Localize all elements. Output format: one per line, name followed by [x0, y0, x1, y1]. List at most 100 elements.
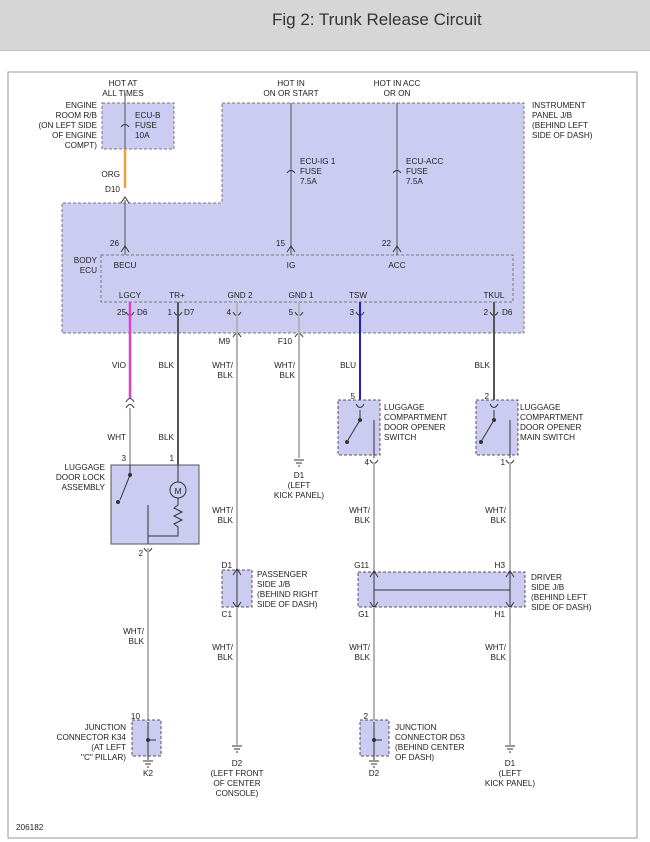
svg-text:"C" PILLAR): "C" PILLAR) — [81, 753, 126, 762]
label-main-pin1: 1 — [500, 458, 505, 467]
label-d2-center: D2 (LEFT FRONT OF CENTER CONSOLE) — [210, 759, 263, 798]
label-lock-pin2: 2 — [138, 549, 143, 558]
label-pj-c1: C1 — [222, 610, 233, 619]
svg-text:CONNECTOR K34: CONNECTOR K34 — [57, 733, 127, 742]
svg-text:(LEFT FRONT: (LEFT FRONT — [210, 769, 263, 778]
label-m9: M9 — [219, 337, 231, 346]
svg-text:BLK: BLK — [355, 653, 371, 662]
opener-switch-icon — [347, 419, 361, 441]
svg-text:DOOR OPENER: DOOR OPENER — [520, 423, 582, 432]
label-instrument-panel: INSTRUMENT PANEL J/B (BEHIND LEFT SIDE O… — [532, 101, 593, 140]
label-wire-org: ORG — [101, 170, 120, 179]
label-pin-2: 2 — [483, 308, 488, 317]
label-pin-d6b: D6 — [502, 308, 513, 317]
label-f10: F10 — [278, 337, 293, 346]
vio-connector-icon — [125, 398, 135, 409]
figure-id: 206182 — [16, 823, 44, 832]
svg-text:OR ON: OR ON — [384, 89, 411, 98]
lock-resistor-icon — [147, 498, 184, 537]
label-engine-room: ENGINE ROOM R/B (ON LEFT SIDE OF ENGINE … — [38, 101, 97, 150]
body-ecu-box — [100, 254, 514, 303]
svg-text:ON OR START: ON OR START — [263, 89, 318, 98]
svg-text:LUGGAGE: LUGGAGE — [520, 403, 561, 412]
label-main-pin2: 2 — [484, 392, 489, 401]
label-tsw: TSW — [349, 291, 367, 300]
svg-text:SIDE OF DASH): SIDE OF DASH) — [257, 600, 318, 609]
svg-text:SIDE J/B: SIDE J/B — [257, 580, 291, 589]
label-hot-on-start: HOT IN ON OR START — [263, 79, 318, 98]
label-ig: IG — [287, 261, 296, 270]
svg-text:HOT IN ACC: HOT IN ACC — [374, 79, 421, 88]
label-lgcy: LGCY — [119, 291, 142, 300]
label-d2: D2 — [369, 769, 380, 778]
ecu-b-fuse-icon — [120, 124, 130, 128]
svg-text:10A: 10A — [135, 131, 150, 140]
label-d53-pin: 2 — [363, 712, 368, 721]
label-jc-k34: JUNCTION CONNECTOR K34 (AT LEFT "C" PILL… — [57, 723, 127, 762]
label-blk-b: BLK — [475, 361, 491, 370]
luggage-opener-switch — [337, 399, 381, 456]
svg-text:SIDE OF DASH): SIDE OF DASH) — [532, 131, 593, 140]
svg-text:BLK: BLK — [355, 516, 371, 525]
label-pin-26: 26 — [110, 239, 120, 248]
svg-text:ECU-IG 1: ECU-IG 1 — [300, 157, 336, 166]
label-driver-jb: DRIVER SIDE J/B (BEHIND LEFT SIDE OF DAS… — [531, 573, 592, 612]
svg-text:BLK: BLK — [218, 653, 234, 662]
svg-text:BLK: BLK — [218, 371, 234, 380]
svg-text:WHT/: WHT/ — [485, 506, 507, 515]
svg-text:ROOM R/B: ROOM R/B — [56, 111, 98, 120]
svg-text:7.5A: 7.5A — [406, 177, 423, 186]
svg-text:D2: D2 — [232, 759, 243, 768]
label-wht-blk-dj-h1: WHT/ BLK — [485, 643, 507, 662]
svg-text:HOT AT: HOT AT — [109, 79, 138, 88]
luggage-door-lock-assembly — [110, 464, 200, 545]
svg-text:(LEFT: (LEFT — [499, 769, 522, 778]
svg-text:BLK: BLK — [491, 653, 507, 662]
svg-text:JUNCTION: JUNCTION — [395, 723, 436, 732]
svg-text:WHT/: WHT/ — [349, 506, 371, 515]
label-pin-1: 1 — [167, 308, 172, 317]
svg-text:COMPARTMENT: COMPARTMENT — [520, 413, 583, 422]
label-d1-kick-b: D1 (LEFT KICK PANEL) — [485, 759, 536, 788]
label-dj-h1: H1 — [495, 610, 506, 619]
label-dj-h3: H3 — [495, 561, 506, 570]
svg-text:CONSOLE): CONSOLE) — [216, 789, 259, 798]
svg-text:OF CENTER: OF CENTER — [213, 779, 260, 788]
label-wht-blk-gnd2: WHT/ BLK — [212, 361, 234, 380]
svg-text:KICK PANEL): KICK PANEL) — [274, 491, 325, 500]
svg-text:(LEFT: (LEFT — [288, 481, 311, 490]
luggage-opener-main-switch — [475, 399, 519, 456]
pin22-connector-icon — [392, 245, 402, 253]
diagram-frame — [7, 71, 638, 839]
svg-text:WHT/: WHT/ — [212, 506, 234, 515]
svg-text:ECU-ACC: ECU-ACC — [406, 157, 443, 166]
label-opener-main-switch: LUGGAGE COMPARTMENT DOOR OPENER MAIN SWI… — [520, 403, 583, 442]
motor-label: M — [175, 487, 182, 496]
label-acc: ACC — [388, 261, 405, 270]
svg-text:WHT/: WHT/ — [212, 643, 234, 652]
label-lock-pin3: 3 — [121, 454, 126, 463]
svg-text:SWITCH: SWITCH — [384, 433, 416, 442]
label-lock-pin1: 1 — [169, 454, 174, 463]
label-wht-blk-gnd1: WHT/ BLK — [274, 361, 296, 380]
label-pin-3: 3 — [349, 308, 354, 317]
svg-text:WHT/: WHT/ — [349, 643, 371, 652]
figure-title: Fig 2: Trunk Release Circuit — [272, 10, 482, 29]
label-luggage-lock: LUGGAGE DOOR LOCK ASSEMBLY — [56, 463, 106, 492]
label-pin-15: 15 — [276, 239, 286, 248]
svg-text:DOOR LOCK: DOOR LOCK — [56, 473, 106, 482]
label-hot-acc: HOT IN ACC OR ON — [374, 79, 421, 98]
label-pin-5: 5 — [288, 308, 293, 317]
label-dj-g1: G1 — [358, 610, 369, 619]
ground-icon-d2b — [369, 760, 379, 768]
svg-text:(BEHIND LEFT: (BEHIND LEFT — [532, 121, 588, 130]
label-wht-blk-pj: WHT/ BLK — [212, 643, 234, 662]
label-d1-left-kick-a: D1 (LEFT KICK PANEL) — [274, 471, 325, 500]
lock-switch-icon — [119, 474, 131, 501]
svg-text:HOT IN: HOT IN — [277, 79, 305, 88]
label-wht-blk-gnd2-b: WHT/ BLK — [212, 506, 234, 525]
ecu-ig-fuse-icon — [286, 170, 296, 174]
ecu-acc-fuse-icon — [392, 170, 402, 174]
svg-text:DOOR OPENER: DOOR OPENER — [384, 423, 446, 432]
